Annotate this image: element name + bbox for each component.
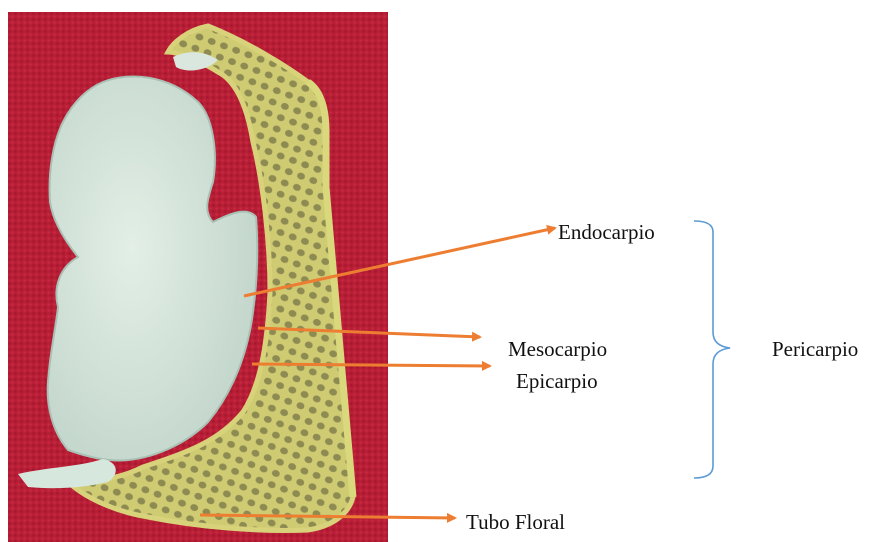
fruit-section-photo xyxy=(8,12,388,542)
mesocarpio-label: Mesocarpio xyxy=(508,339,607,360)
endocarpio-label: Endocarpio xyxy=(558,222,655,243)
pericarpio-label: Pericarpio xyxy=(772,339,858,360)
pericarpio-bracket xyxy=(694,221,730,478)
tubo-floral-label: Tubo Floral xyxy=(466,512,565,533)
epicarpio-label: Epicarpio xyxy=(516,371,598,392)
